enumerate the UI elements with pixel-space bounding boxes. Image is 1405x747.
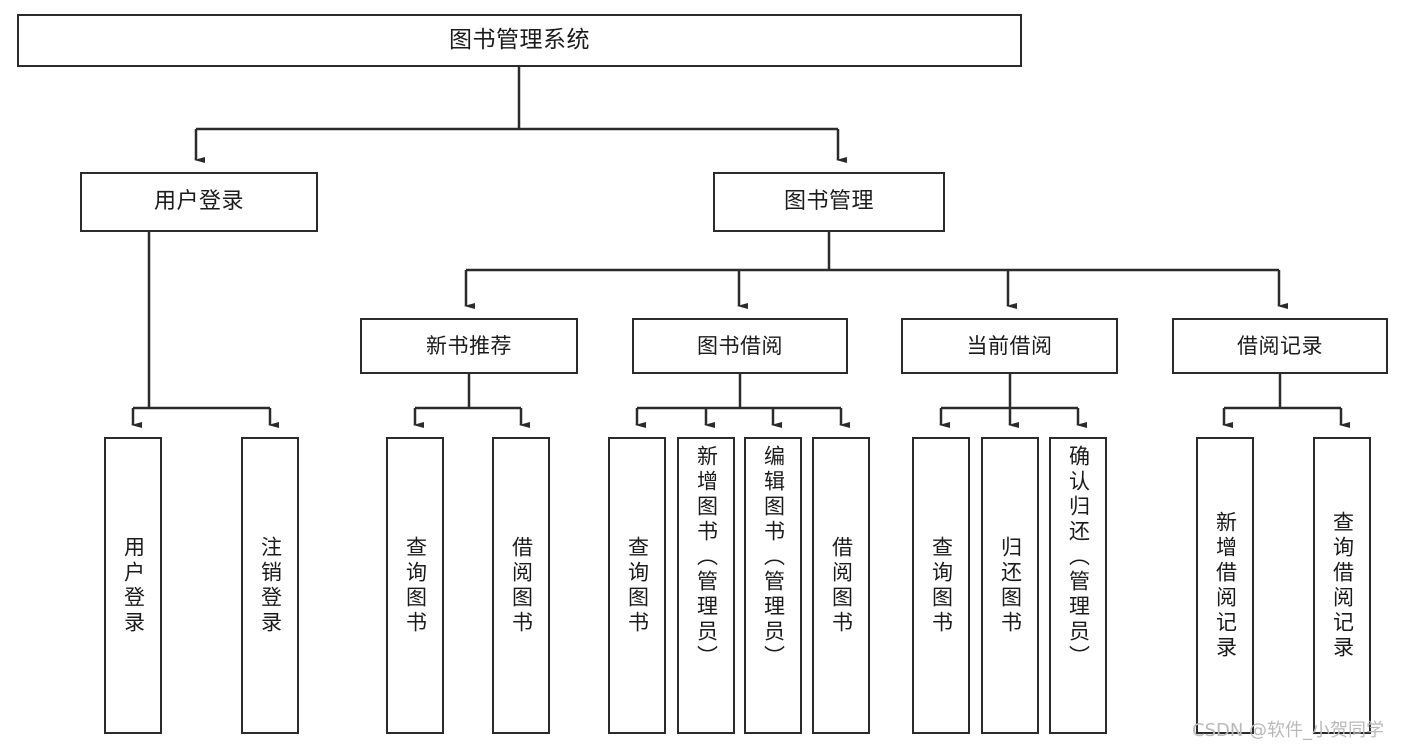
node-book-borrow[interactable]: 图书借阅 [632,318,848,374]
node-label: 编辑图书（管理员） [761,445,786,670]
leaf-current-confirm-return-admin[interactable]: 确认归还（管理员） [1049,437,1107,734]
node-label: 归还图书 [998,535,1023,636]
leaf-user-login-login[interactable]: 用户登录 [104,437,162,734]
node-label: 新书推荐 [426,333,512,358]
watermark-text: CSDN @软件_小贺同学 [1192,720,1385,741]
node-book-management[interactable]: 图书管理 [713,172,945,232]
node-label: 查询图书 [625,535,650,636]
node-label: 查询图书 [929,535,954,636]
leaf-new-book-query-book[interactable]: 查询图书 [386,437,444,734]
leaf-record-add-borrow-record[interactable]: 新增借阅记录 [1196,437,1254,734]
node-label: 确认归还（管理员） [1066,445,1091,670]
node-current-borrow[interactable]: 当前借阅 [901,318,1118,374]
node-label: 新增图书（管理员） [694,445,719,670]
node-label: 借阅图书 [829,535,854,636]
leaf-borrow-add-book-admin[interactable]: 新增图书（管理员） [677,437,735,734]
node-borrow-record[interactable]: 借阅记录 [1172,318,1388,374]
node-label: 当前借阅 [966,333,1053,358]
node-label: 借阅图书 [509,535,534,636]
leaf-borrow-edit-book-admin[interactable]: 编辑图书（管理员） [744,437,802,734]
node-label: 图书管理 [783,189,874,215]
leaf-borrow-query-book[interactable]: 查询图书 [608,437,666,734]
leaf-current-return-book[interactable]: 归还图书 [981,437,1039,734]
node-label: 图书管理系统 [449,26,590,53]
node-user-login[interactable]: 用户登录 [80,172,318,232]
node-label: 查询借阅记录 [1330,510,1355,661]
node-label: 用户登录 [153,189,244,215]
node-label: 图书借阅 [697,333,783,358]
node-label: 新增借阅记录 [1213,510,1238,661]
node-label: 用户登录 [121,535,146,636]
leaf-user-login-logout[interactable]: 注销登录 [241,437,299,734]
leaf-borrow-borrow-book[interactable]: 借阅图书 [812,437,870,734]
leaf-current-query-book[interactable]: 查询图书 [912,437,970,734]
node-label: 注销登录 [258,535,283,636]
node-label: 借阅记录 [1237,333,1323,358]
leaf-record-query-borrow-record[interactable]: 查询借阅记录 [1313,437,1371,734]
node-label: 查询图书 [403,535,428,636]
node-root-book-management-system[interactable]: 图书管理系统 [17,14,1022,67]
leaf-new-book-borrow-book[interactable]: 借阅图书 [492,437,550,734]
node-new-book-recommend[interactable]: 新书推荐 [360,318,578,374]
